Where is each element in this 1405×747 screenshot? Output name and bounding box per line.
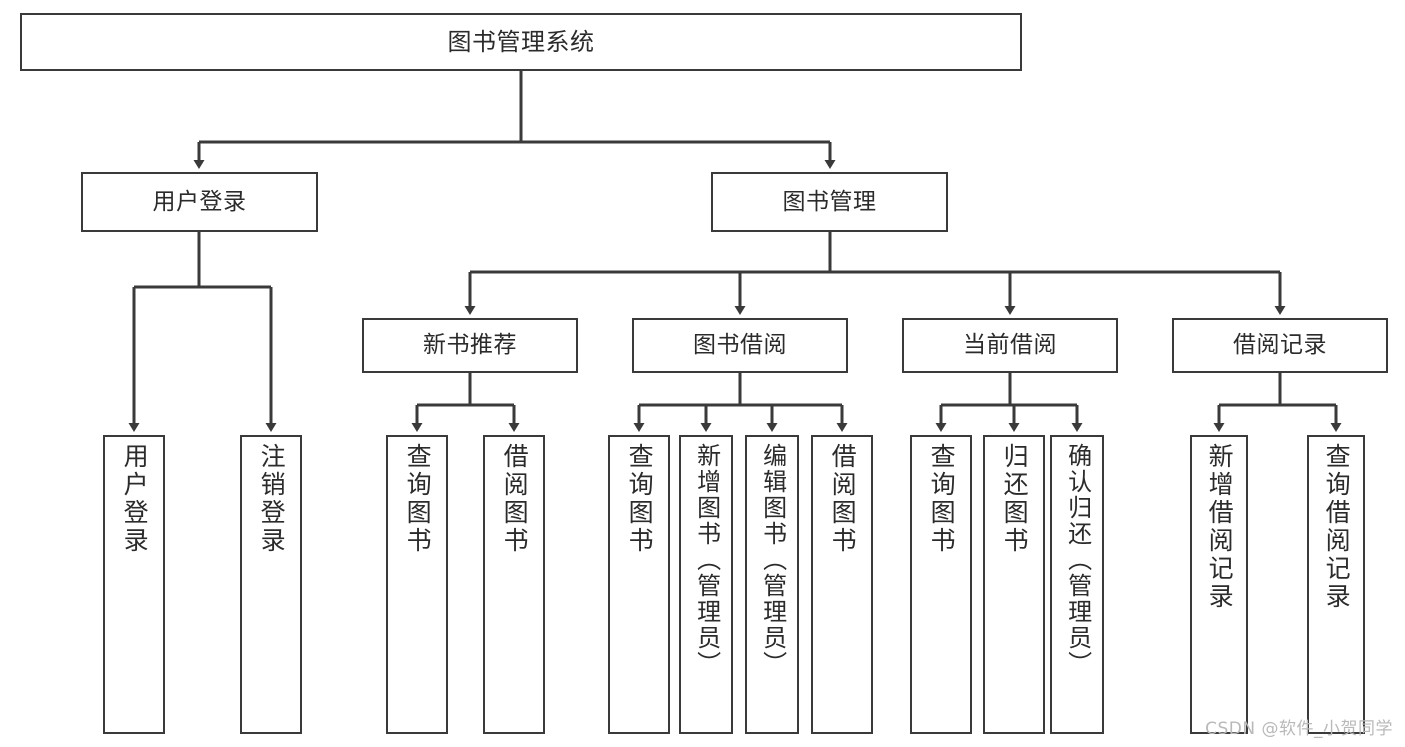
node-root-system[interactable]: 图书管理系统 — [20, 13, 1022, 71]
node-new-book-rec-label: 新书推荐 — [423, 332, 517, 359]
node-user-login-label: 用户登录 — [152, 188, 247, 215]
node-borrow-record-label: 借阅记录 — [1233, 332, 1327, 359]
node-leaf-query-book-3-label: 查询图书 — [927, 443, 957, 555]
node-leaf-query-borrow-record-label: 查询借阅记录 — [1322, 443, 1352, 611]
node-leaf-borrow-book-1-label: 借阅图书 — [500, 443, 530, 555]
node-leaf-return-book-label: 归还图书 — [1000, 443, 1030, 555]
node-leaf-add-borrow-record-label: 新增借阅记录 — [1205, 443, 1235, 611]
node-leaf-query-book-2[interactable]: 查询图书 — [608, 435, 670, 734]
node-leaf-borrow-book-2-label: 借阅图书 — [828, 443, 858, 555]
node-leaf-confirm-return-admin-label: 确认归还（管理员） — [1063, 443, 1092, 677]
node-leaf-user-logout-label: 注销登录 — [257, 443, 287, 555]
node-user-login[interactable]: 用户登录 — [81, 172, 318, 232]
node-leaf-confirm-return-admin[interactable]: 确认归还（管理员） — [1050, 435, 1104, 734]
node-leaf-add-book-admin-label: 新增图书（管理员） — [692, 443, 721, 677]
node-leaf-borrow-book-1[interactable]: 借阅图书 — [483, 435, 545, 734]
node-leaf-query-book-2-label: 查询图书 — [625, 443, 655, 555]
node-leaf-user-login-label: 用户登录 — [120, 443, 150, 555]
node-leaf-return-book[interactable]: 归还图书 — [983, 435, 1045, 734]
node-leaf-query-borrow-record[interactable]: 查询借阅记录 — [1307, 435, 1365, 734]
node-current-borrow[interactable]: 当前借阅 — [902, 318, 1118, 373]
node-leaf-query-book-1[interactable]: 查询图书 — [386, 435, 448, 734]
node-leaf-query-book-1-label: 查询图书 — [403, 443, 433, 555]
node-leaf-borrow-book-2[interactable]: 借阅图书 — [811, 435, 873, 734]
node-leaf-user-login[interactable]: 用户登录 — [103, 435, 165, 734]
csdn-watermark: CSDN @软件_小贺同学 — [1205, 719, 1393, 739]
node-leaf-edit-book-admin[interactable]: 编辑图书（管理员） — [745, 435, 799, 734]
node-book-borrow-label: 图书借阅 — [693, 332, 787, 359]
node-leaf-user-logout[interactable]: 注销登录 — [240, 435, 302, 734]
node-borrow-record[interactable]: 借阅记录 — [1172, 318, 1388, 373]
node-leaf-add-borrow-record[interactable]: 新增借阅记录 — [1190, 435, 1248, 734]
node-new-book-rec[interactable]: 新书推荐 — [362, 318, 578, 373]
node-leaf-query-book-3[interactable]: 查询图书 — [910, 435, 972, 734]
node-root-label: 图书管理系统 — [447, 28, 595, 56]
node-book-manage[interactable]: 图书管理 — [711, 172, 948, 232]
node-book-manage-label: 图书管理 — [782, 188, 877, 215]
node-leaf-edit-book-admin-label: 编辑图书（管理员） — [758, 443, 787, 677]
node-current-borrow-label: 当前借阅 — [963, 332, 1057, 359]
node-book-borrow[interactable]: 图书借阅 — [632, 318, 848, 373]
node-leaf-add-book-admin[interactable]: 新增图书（管理员） — [679, 435, 733, 734]
